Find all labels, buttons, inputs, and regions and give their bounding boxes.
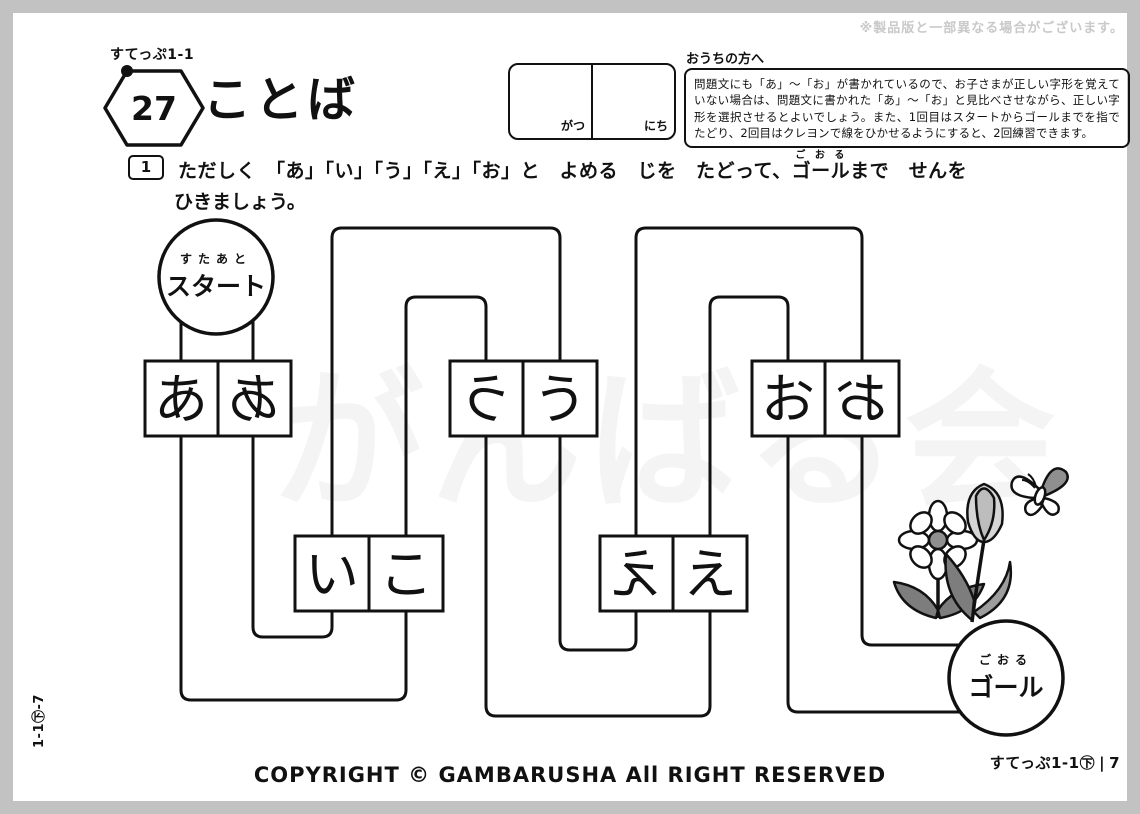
day-cell[interactable]: にち (593, 65, 674, 138)
tulip-flower-icon (944, 482, 1013, 623)
start-furigana: すたあと (180, 252, 252, 266)
choice-box-o: お お (750, 359, 901, 438)
path-i1-top-arch[interactable] (330, 226, 562, 537)
side-page-code: 1-1㊦-7 (32, 694, 47, 748)
page-reference: すてっぷ1-1㊦|7 (990, 752, 1120, 773)
path-e2-top-arch[interactable] (708, 295, 790, 537)
choice-box-i: い こ (293, 534, 445, 613)
cell-char[interactable]: こ (379, 543, 433, 606)
path-a2-bottom-u[interactable] (251, 435, 334, 639)
hexagon-dot (121, 65, 133, 77)
product-version-note: ※製品版と一部異なる場合がございます。 (859, 21, 1124, 36)
lesson-number: 27 (131, 89, 177, 128)
problem-text-line2: ひきましょう。 (174, 191, 306, 213)
choice-box-e: え え (598, 534, 749, 613)
cell-char[interactable]: あ (154, 368, 208, 431)
problem-text-before: ただしく 「あ」「い」「う」「え」「お」と よめる じを たどって、 (178, 160, 792, 182)
start-label: スタート (166, 272, 266, 301)
page-ref-step: すてっぷ1-1㊦ (989, 754, 1096, 772)
page-ref-separator: | (1099, 754, 1106, 772)
path-u2-bottom-u[interactable] (558, 435, 638, 652)
choice-box-a: あ あ (143, 359, 293, 438)
path-o2-to-goal[interactable] (860, 435, 966, 647)
choice-box-u: う う (448, 359, 599, 438)
cell-char[interactable]: お (761, 368, 815, 431)
parents-note-heading: おうちの方へ (686, 52, 765, 67)
cell-char[interactable]: え (609, 543, 663, 606)
goal-furigana: ごおる (791, 150, 851, 161)
month-label: がつ (560, 119, 585, 133)
choice-boxes: あ あ う う お お い こ (143, 359, 901, 613)
goal-furigana: ごおる (979, 652, 1033, 667)
goal-label: ゴール (968, 673, 1043, 702)
month-cell[interactable]: がつ (510, 65, 593, 138)
problem-number-box: 1 (128, 155, 164, 180)
problem-text-line1: ただしく 「あ」「い」「う」「え」「お」と よめる じを たどって、ゴールごおる… (178, 150, 967, 183)
butterfly-icon (1010, 467, 1069, 517)
path-a1-bottom-u[interactable] (179, 435, 408, 702)
maze-paths[interactable] (179, 226, 966, 718)
path-o1-to-goal[interactable] (786, 435, 966, 714)
path-e1-top-arch[interactable] (634, 226, 864, 537)
path-u1-bottom-u[interactable] (484, 435, 712, 718)
page-title: ことば (203, 72, 360, 128)
cell-char[interactable]: お (835, 368, 889, 431)
cell-char[interactable]: う (533, 368, 587, 431)
cell-char[interactable]: う (459, 368, 513, 431)
problem-text-after: まで せんを (850, 160, 968, 182)
goal-word: ゴール (791, 160, 851, 182)
parents-note-box: 問題文にも「あ」〜「お」が書かれているので、お子さまが正しい字形を覚えていない場… (684, 68, 1130, 148)
step-label: すてっぷ1-1 (110, 47, 195, 63)
start-circle[interactable]: すたあと スタート (157, 218, 275, 336)
page-number: 7 (1109, 754, 1120, 772)
path-i2-top-arch[interactable] (404, 295, 488, 537)
cell-char[interactable]: あ (227, 368, 281, 431)
goal-circle[interactable]: ごおる ゴール (947, 619, 1065, 737)
cell-char[interactable]: い (305, 543, 359, 606)
lesson-number-hexagon: 27 (103, 65, 205, 147)
cell-char[interactable]: え (683, 543, 737, 606)
problem-statement: 1 ただしく 「あ」「い」「う」「え」「お」と よめる じを たどって、ゴールご… (128, 150, 1028, 214)
copyright-line: COPYRIGHT © GAMBARUSHA All RIGHT RESERVE… (253, 763, 887, 787)
date-box: がつ にち (508, 63, 676, 140)
day-label: にち (643, 119, 668, 133)
flowers-illustration (892, 467, 1069, 623)
